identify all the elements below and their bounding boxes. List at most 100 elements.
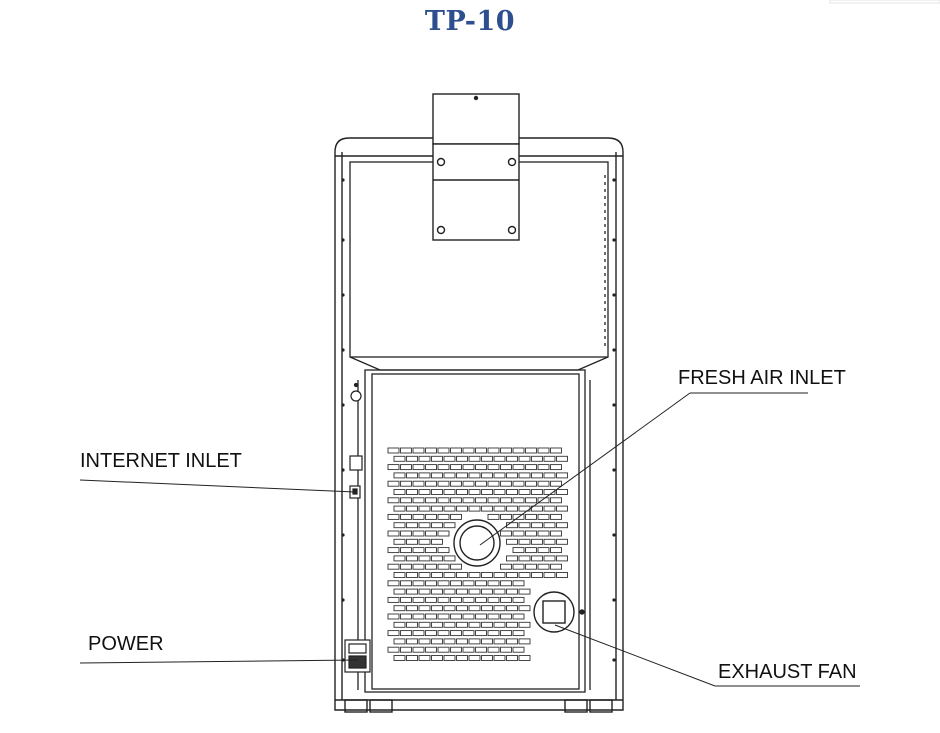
vent-slot <box>487 480 500 487</box>
vent-slot <box>406 572 418 578</box>
vent-slot <box>393 655 406 661</box>
vent-slot <box>512 530 525 537</box>
vent-slot <box>412 513 425 520</box>
vent-slot <box>500 530 512 537</box>
vent-slot <box>418 638 431 645</box>
vent-slot <box>481 572 493 578</box>
vent-slot <box>400 596 412 603</box>
vent-slot <box>443 605 456 612</box>
vent-slot <box>468 455 481 462</box>
vent-slot <box>531 555 543 562</box>
vent-slot <box>425 497 437 504</box>
vent-slot <box>550 464 562 471</box>
vent-slot <box>475 497 487 504</box>
vent-slot <box>400 547 412 554</box>
vent-slot <box>443 588 456 595</box>
vent-slot <box>462 630 475 637</box>
vent-slot <box>450 464 462 471</box>
vent-slot <box>412 580 425 587</box>
vent-slot <box>500 480 512 487</box>
vent-slot <box>450 513 462 520</box>
vent-slot <box>406 538 418 545</box>
vent-slot <box>425 646 437 653</box>
vent-slot <box>443 621 456 628</box>
vent-slot <box>487 464 500 471</box>
vent-slot <box>531 505 543 512</box>
internet-inlet-leader <box>79 479 356 493</box>
vent-slot <box>393 538 406 545</box>
vent-slot <box>468 588 481 595</box>
vent-slot <box>487 613 500 620</box>
vent-slot <box>406 489 418 495</box>
vent-slot <box>431 572 443 578</box>
vent-slot <box>531 572 543 578</box>
vent-slot <box>468 655 481 661</box>
vent-slot <box>468 505 481 512</box>
vent-slot <box>487 580 500 587</box>
vent-slot <box>437 646 450 653</box>
vent-slot <box>393 572 406 578</box>
vent-slot <box>475 580 487 587</box>
vent-slot <box>443 638 456 645</box>
vent-slot <box>425 563 437 570</box>
vent-slot <box>475 596 487 603</box>
vent-slot <box>450 613 462 620</box>
vent-slot <box>556 572 568 578</box>
vent-slot <box>500 613 512 620</box>
exhaust-fan-leader <box>554 624 716 687</box>
vent-slot <box>506 621 518 628</box>
vent-slot <box>487 646 500 653</box>
vent-slot <box>450 497 462 504</box>
vent-slot <box>393 638 406 645</box>
vent-slot <box>387 464 400 471</box>
vent-slot <box>512 447 525 454</box>
vent-slot <box>462 613 475 620</box>
vent-slot <box>500 513 512 520</box>
vent-slot <box>418 505 431 512</box>
vent-slot <box>437 447 450 454</box>
vent-slot <box>518 621 531 628</box>
vent-slot <box>456 572 468 578</box>
vent-slot <box>537 547 550 554</box>
vent-slot <box>456 489 468 495</box>
vent-slot <box>412 447 425 454</box>
vent-slot <box>443 489 456 495</box>
vent-slot <box>525 497 537 504</box>
vent-slot <box>481 621 493 628</box>
vent-slot <box>456 655 468 661</box>
vent-slot <box>412 596 425 603</box>
vent-slot <box>418 522 431 529</box>
vent-slot <box>437 547 450 554</box>
vent-slot <box>393 555 406 562</box>
fresh-air-leader <box>479 392 691 546</box>
vent-slot <box>556 538 568 545</box>
vent-slot <box>406 655 418 661</box>
vent-slot <box>531 489 543 495</box>
vent-slot <box>556 555 568 562</box>
vent-slot <box>450 630 462 637</box>
vent-slot <box>406 555 418 562</box>
vent-slot <box>512 563 525 570</box>
vent-slot <box>425 580 437 587</box>
vent-slot <box>537 530 550 537</box>
vent-slot <box>437 613 450 620</box>
vent-slot <box>425 613 437 620</box>
vent-slot <box>468 489 481 495</box>
vent-slot <box>412 497 425 504</box>
vent-slot <box>550 447 562 454</box>
vent-slot <box>550 513 562 520</box>
vent-slot <box>468 621 481 628</box>
vent-slot <box>506 538 518 545</box>
vent-slot <box>412 464 425 471</box>
vent-slot <box>425 547 437 554</box>
vent-slot <box>425 530 437 537</box>
vent-slot <box>506 472 518 479</box>
vent-slot <box>475 447 487 454</box>
vent-slot <box>387 563 400 570</box>
vent-slot <box>481 588 493 595</box>
vent-slot <box>556 505 568 512</box>
vent-slot <box>525 530 537 537</box>
vent-slot <box>481 489 493 495</box>
vent-slot <box>412 563 425 570</box>
vent-slot <box>556 455 568 462</box>
